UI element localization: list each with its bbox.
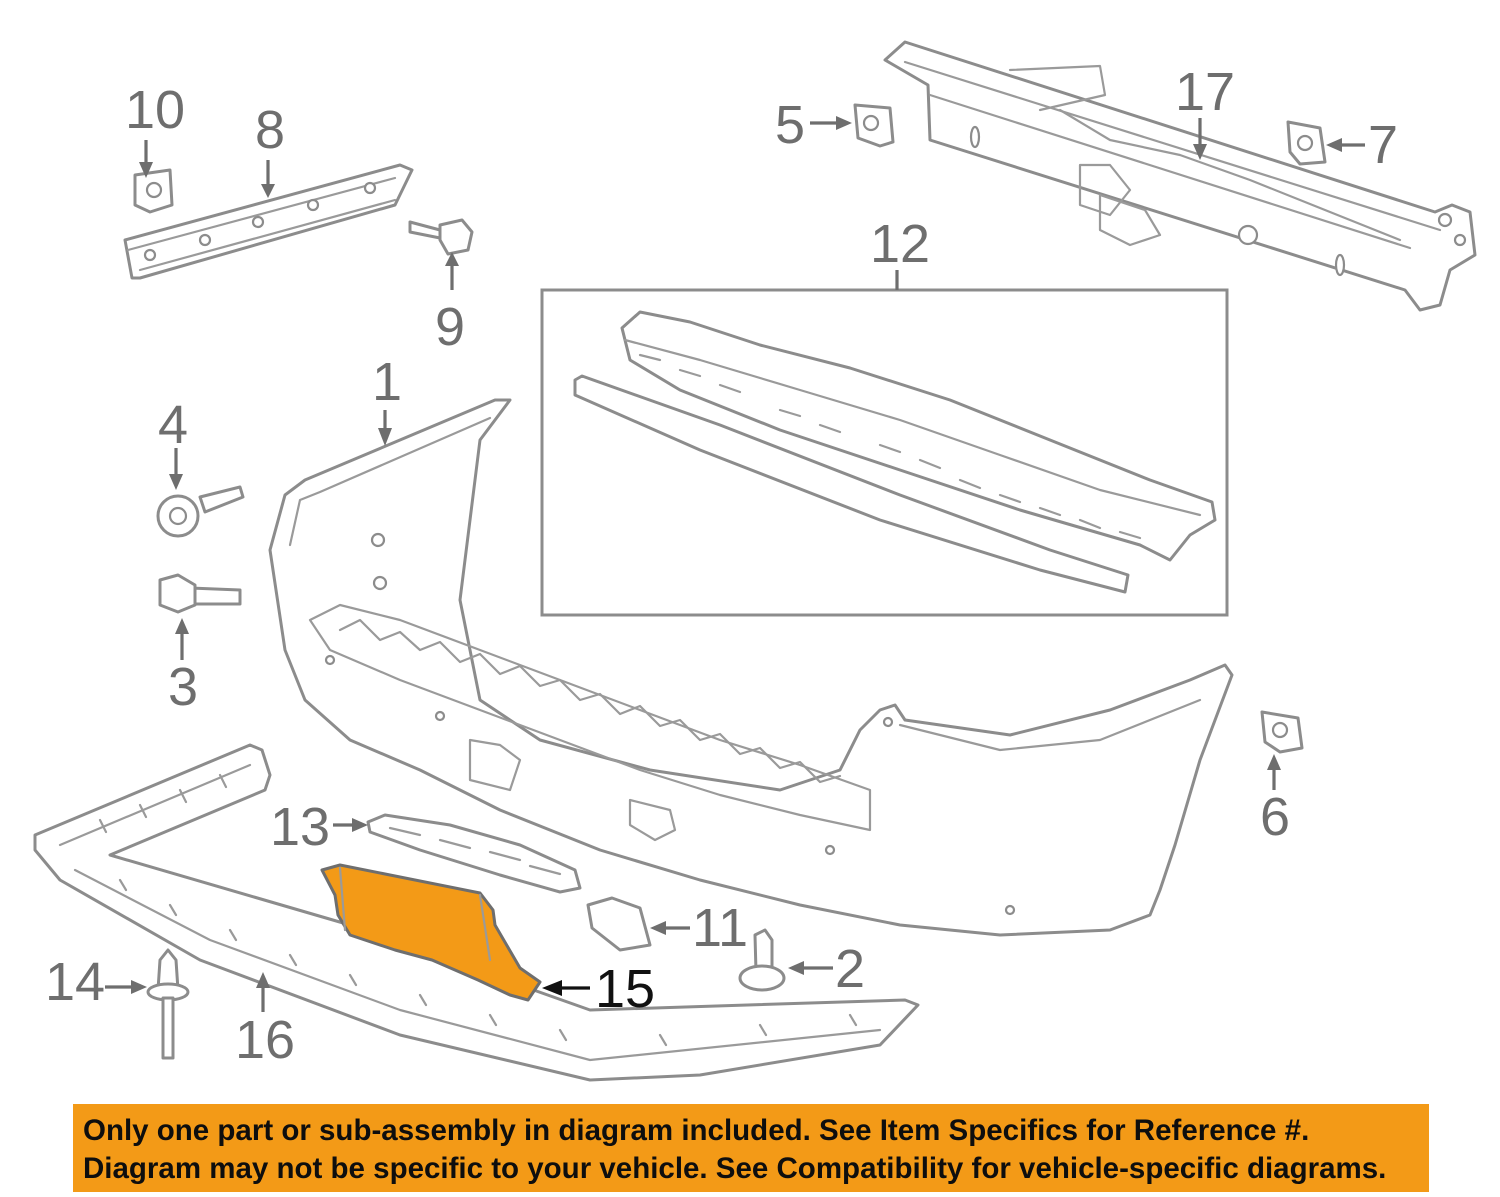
disclaimer-line-1: Only one part or sub-assembly in diagram… [83,1114,1310,1147]
callout-4: 4 [158,395,188,455]
callout-3: 3 [168,657,198,717]
part-9-bolt [408,218,474,256]
callout-10: 10 [125,80,185,140]
part-13-bracket [366,813,582,894]
callout-numbers: 10 8 9 5 7 17 12 1 4 3 6 13 11 2 14 16 1… [45,62,1398,1070]
part-16-lower-molding [33,743,920,1082]
callout-14: 14 [45,952,105,1012]
part-6-clip [1260,710,1304,754]
disclaimer-banner: Only one part or sub-assembly in diagram… [73,1104,1429,1192]
part-12-step-pad-inset [540,288,1229,617]
callout-8: 8 [255,100,285,160]
callout-2: 2 [835,939,865,999]
part-2-pushpin [738,928,786,992]
leader-lines [105,116,1365,1012]
part-5-clip [853,103,895,148]
part-10-clip [133,168,174,214]
callout-16: 16 [235,1010,295,1070]
callout-7: 7 [1368,115,1398,175]
part-4-bolt [156,485,245,538]
part-11-cap [586,896,652,952]
callout-9: 9 [435,297,465,357]
callout-13: 13 [270,797,330,857]
callout-5: 5 [775,95,805,155]
part-7-clip [1286,120,1327,166]
callout-1: 1 [372,352,402,412]
part-3-bolt [158,573,242,614]
part-15-highlighted [320,863,542,1002]
part-8-bracket [123,163,414,280]
callout-15: 15 [595,959,655,1019]
callout-11: 11 [692,898,748,958]
callout-17: 17 [1175,62,1235,122]
callout-6: 6 [1260,787,1290,847]
part-1-bumper-cover [268,398,1234,937]
part-14-rivet [146,948,190,1060]
disclaimer-line-2: Diagram may not be specific to your vehi… [83,1152,1387,1185]
parts-diagram: 10 8 9 5 7 17 12 1 4 3 6 13 11 2 14 16 1… [33,40,1477,1082]
part-17-reinforcement [883,40,1477,312]
callout-12: 12 [870,214,930,274]
